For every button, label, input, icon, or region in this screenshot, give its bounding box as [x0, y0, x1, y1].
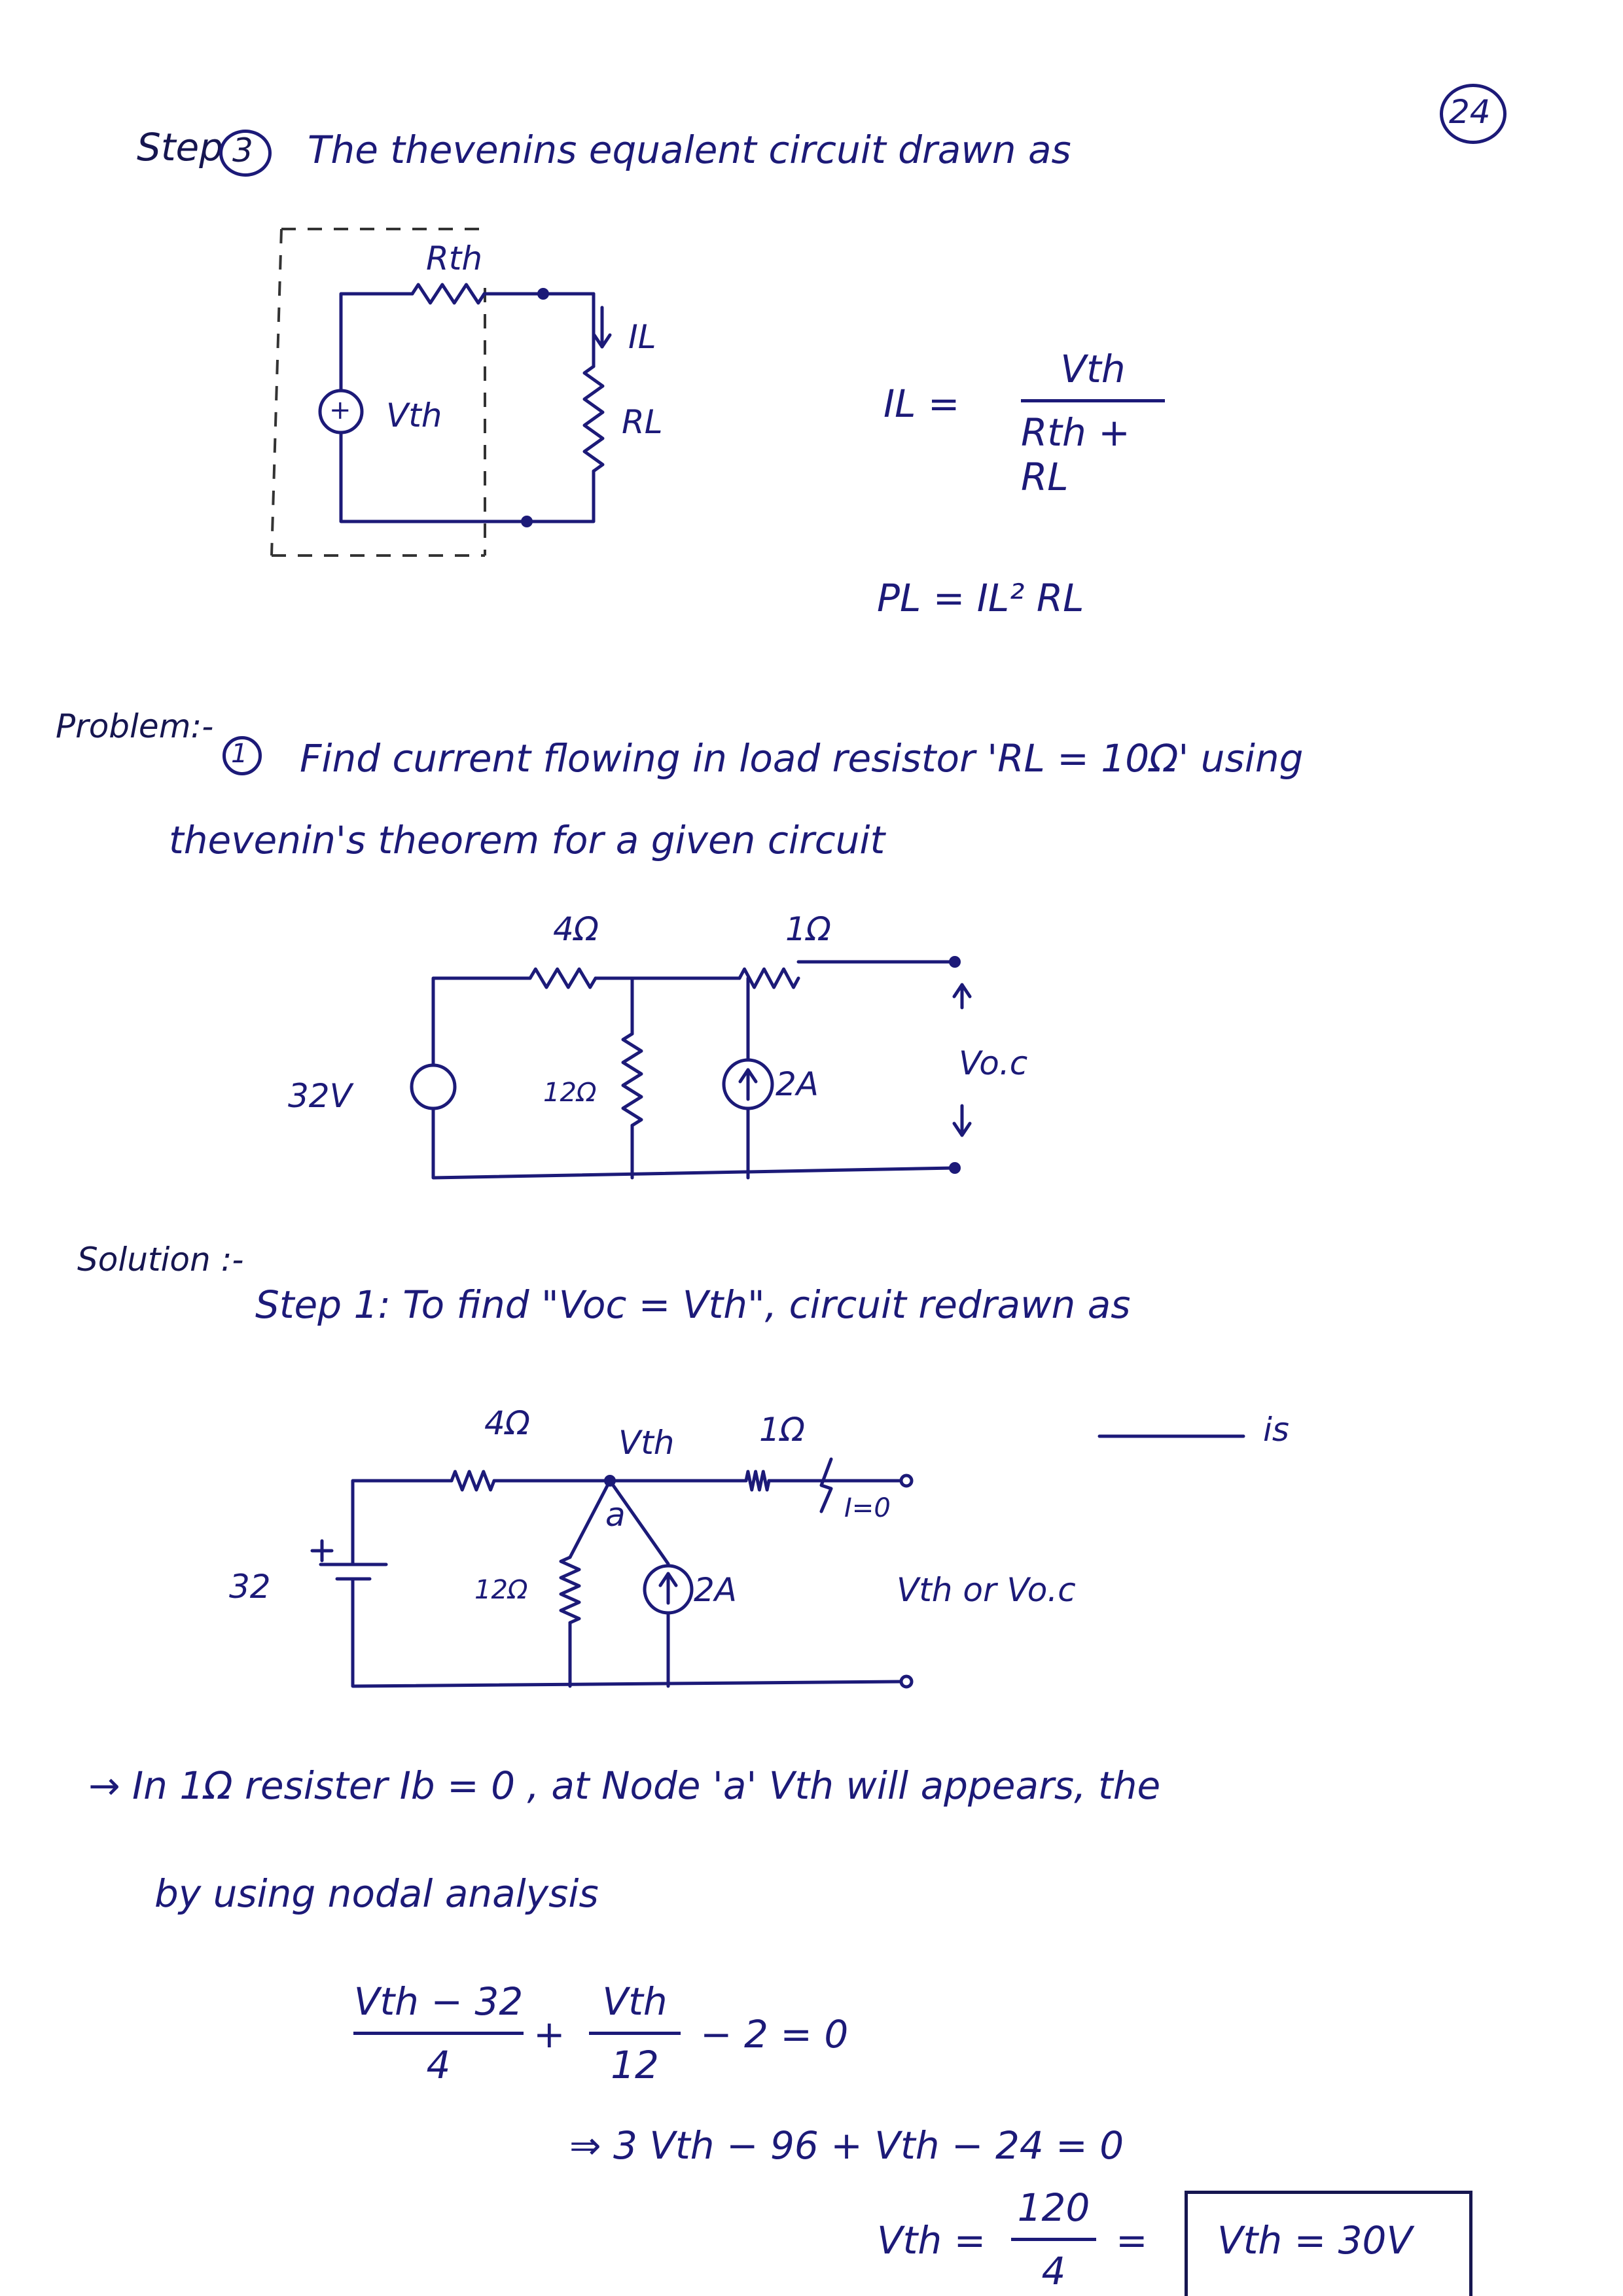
fraction-bar — [1021, 399, 1165, 402]
eq3-num: 120 — [1017, 2185, 1090, 2230]
fraction-bar — [1011, 2238, 1096, 2241]
il-numerator: Vth — [1060, 347, 1126, 391]
scribble-text: is — [1263, 1411, 1289, 1449]
eq3-den: 4 — [1041, 2249, 1066, 2293]
c3-r3-label: 12Ω — [474, 1575, 528, 1605]
c3-vth-voc-label: Vth or Vo.c — [897, 1571, 1076, 1609]
eq1-num1: Vth − 32 — [353, 1979, 524, 2024]
voc-arrow-down-head — [952, 1122, 972, 1137]
c2-voc-label: Vo.c — [959, 1044, 1028, 1082]
wire — [431, 976, 532, 1067]
c2-r3-label: 12Ω — [543, 1078, 597, 1108]
solution-line1: → In 1Ω resister Ib = 0 , at Node 'a' Vt… — [88, 1763, 1161, 1808]
problem-line2: thevenin's theorem for a given circuit — [169, 818, 885, 862]
resistor-rth-icon — [410, 283, 486, 305]
c3-source-v-label: 32 — [229, 1568, 271, 1606]
resistor-12ohm-icon — [621, 1032, 643, 1127]
c3-r2-label: 1Ω — [759, 1411, 806, 1449]
c3-source-i-label: 2A — [694, 1571, 738, 1609]
c2-r1-label: 4Ω — [553, 910, 599, 948]
vth-label: Vth — [386, 397, 442, 434]
eq3-lhs: Vth = — [877, 2218, 986, 2263]
step3-text: The thevenins equalent circuit drawn as — [308, 128, 1071, 172]
page-number: 24 — [1449, 93, 1491, 131]
eq1-den1: 4 — [426, 2043, 451, 2087]
eq3-result: Vth = 30V — [1217, 2218, 1413, 2263]
c3-i0-label: I=0 — [844, 1493, 891, 1523]
step3-number-circle — [219, 130, 272, 177]
terminal-dot — [949, 1162, 961, 1174]
c2-source-v-label: 32V — [288, 1077, 352, 1115]
source-arrow-head — [738, 1068, 758, 1084]
solution-label: Solution :- — [77, 1241, 244, 1279]
eq2: ⇒ 3 Vth − 96 + Vth − 24 = 0 — [569, 2123, 1124, 2168]
page-number-circle — [1440, 84, 1507, 144]
wire — [351, 1479, 454, 1566]
c3-node-label: a — [605, 1496, 626, 1534]
c2-r2-label: 1Ω — [785, 910, 832, 948]
result-box — [1185, 2191, 1472, 2296]
problem-label: Problem:- — [56, 707, 214, 745]
il-formula-lhs: IL = — [883, 381, 960, 426]
eq3-fraction: 120 4 — [1011, 2185, 1096, 2293]
current-arrow-il-head — [592, 333, 612, 349]
dashed-box-left — [270, 228, 283, 556]
resistor-4ohm-icon — [450, 1470, 496, 1492]
terminal-open — [899, 1674, 914, 1689]
voltage-source-icon — [318, 389, 364, 434]
terminal-open — [899, 1474, 914, 1488]
resistor-1ohm-icon — [744, 1470, 771, 1492]
terminal-dot — [521, 516, 533, 527]
fraction-bar — [589, 2032, 681, 2035]
solution-line2: by using nodal analysis — [154, 1871, 599, 1916]
c3-node-v-label: Vth — [618, 1424, 675, 1462]
wire — [339, 292, 414, 393]
wire — [608, 1479, 670, 1566]
pl-formula: PL = IL² RL — [877, 576, 1084, 620]
wire — [568, 1479, 612, 1559]
eq1-plus: + — [533, 2012, 565, 2057]
eq3-equals: = — [1116, 2218, 1148, 2263]
plus-sign: + — [329, 395, 351, 425]
resistor-rl-icon — [582, 364, 605, 473]
wire — [431, 1106, 957, 1180]
step1-text: Step 1: To find "Voc = Vth", circuit red… — [255, 1282, 1131, 1327]
step3-label: Step — [137, 125, 224, 169]
il-denominator: Rth + RL — [1021, 410, 1130, 499]
step3-number: 3 — [232, 132, 253, 169]
voc-arrow-up-head — [952, 983, 972, 998]
rl-label: RL — [622, 403, 663, 441]
source-arrow-head — [658, 1572, 678, 1587]
eq1-fraction1: Vth − 32 4 — [353, 1979, 524, 2087]
eq1-num2: Vth — [602, 1979, 668, 2024]
eq1-rest: − 2 = 0 — [700, 2012, 849, 2057]
wire — [339, 431, 596, 523]
eq1-den2: 12 — [611, 2043, 659, 2087]
problem-number-circle — [223, 736, 262, 775]
rth-label: Rth — [426, 239, 483, 277]
c3-r1-label: 4Ω — [484, 1404, 531, 1442]
il-formula-fraction: Vth Rth + RL — [1021, 347, 1165, 499]
current-zero-arrow — [819, 1457, 833, 1513]
fraction-bar — [353, 2032, 524, 2035]
terminal-dot — [949, 956, 961, 968]
voltage-source-icon — [410, 1063, 457, 1110]
il-label: IL — [628, 318, 656, 356]
resistor-4ohm-icon — [528, 967, 597, 989]
resistor-1ohm-icon — [738, 967, 800, 989]
problem-number: 1 — [231, 739, 248, 769]
problem-line1: Find current flowing in load resistor 'R… — [300, 736, 1304, 781]
resistor-12ohm-icon — [559, 1555, 581, 1625]
terminal-dot — [537, 288, 549, 300]
eq1-fraction2: Vth 12 — [589, 1979, 681, 2087]
wire — [351, 1577, 903, 1688]
c2-source-i-label: 2A — [776, 1065, 819, 1103]
